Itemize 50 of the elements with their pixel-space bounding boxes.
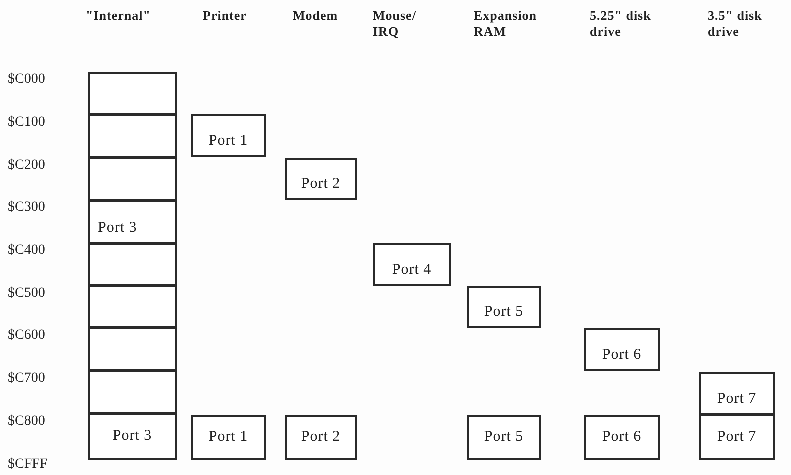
column-header: Mouse/ IRQ bbox=[373, 8, 418, 40]
address-label: $C000 bbox=[8, 72, 46, 88]
port-label: Port 3 bbox=[98, 220, 138, 237]
port-label: Port 5 bbox=[484, 304, 524, 321]
column-header: Expansion RAM bbox=[474, 8, 538, 40]
memory-block bbox=[584, 415, 660, 460]
port-label: Port 1 bbox=[208, 133, 248, 150]
memory-block bbox=[88, 327, 177, 371]
memory-block bbox=[88, 243, 177, 286]
column-header: 5.25" disk drive bbox=[590, 8, 652, 40]
memory-block bbox=[88, 114, 177, 158]
address-label: $C700 bbox=[8, 371, 46, 387]
address-label: $C300 bbox=[8, 200, 46, 216]
column-header: "Internal" bbox=[86, 8, 152, 24]
port-label: Port 6 bbox=[602, 347, 642, 364]
address-label: $C500 bbox=[8, 286, 46, 302]
memory-block bbox=[88, 200, 177, 244]
port-label: Port 4 bbox=[392, 262, 432, 279]
port-label: Port 2 bbox=[301, 429, 341, 446]
memory-block bbox=[285, 415, 357, 460]
memory-block bbox=[584, 328, 660, 371]
memory-block bbox=[191, 415, 266, 460]
memory-block bbox=[88, 72, 177, 115]
memory-block bbox=[467, 415, 541, 460]
port-label: Port 3 bbox=[112, 428, 152, 445]
column-header: Modem bbox=[293, 8, 340, 24]
address-label: $C800 bbox=[8, 414, 46, 430]
port-label: Port 1 bbox=[208, 429, 248, 446]
memory-block bbox=[285, 158, 357, 200]
memory-block bbox=[88, 285, 177, 328]
address-label: $C100 bbox=[8, 115, 46, 131]
memory-block bbox=[88, 370, 177, 414]
memory-block bbox=[88, 413, 177, 460]
memory-block bbox=[191, 114, 266, 157]
column-header: Printer bbox=[203, 8, 248, 24]
memory-block bbox=[88, 157, 177, 201]
address-label: $CFFF bbox=[8, 457, 48, 473]
memory-block bbox=[373, 243, 451, 286]
memory-block bbox=[467, 286, 541, 328]
port-label: Port 5 bbox=[484, 429, 524, 446]
memory-block bbox=[699, 372, 775, 415]
port-label: Port 7 bbox=[717, 428, 757, 446]
port-label: Port 7 bbox=[717, 391, 757, 408]
address-label: $C200 bbox=[8, 158, 46, 174]
address-label: $C400 bbox=[8, 243, 46, 259]
address-label: $C600 bbox=[8, 328, 46, 344]
memory-block bbox=[699, 414, 775, 460]
port-label: Port 2 bbox=[301, 176, 341, 193]
port-label: Port 6 bbox=[602, 429, 642, 446]
column-header: 3.5" disk drive bbox=[708, 8, 764, 40]
